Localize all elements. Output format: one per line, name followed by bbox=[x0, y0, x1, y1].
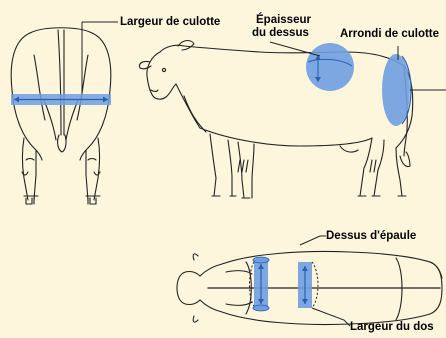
largeur-dos-leader-line bbox=[312, 308, 350, 326]
label-largeur-culotte: Largeur de culotte bbox=[120, 16, 220, 29]
epaisseur-dessus-highlight bbox=[306, 43, 354, 91]
dessus-epaule-leader-line bbox=[300, 236, 326, 245]
label-largeur-dos: Largeur du dos bbox=[350, 321, 434, 334]
label-dessus-epaule: Dessus d'épaule bbox=[326, 230, 416, 243]
largeur-culotte-band bbox=[11, 94, 111, 105]
cow-rear-view-icon bbox=[11, 28, 111, 204]
label-epaisseur-line1: Épaisseur bbox=[256, 14, 311, 27]
dessus-epaule-band bbox=[250, 257, 270, 311]
epaisseur-dessus-leader-line bbox=[270, 42, 320, 56]
arrondi-culotte-highlight bbox=[382, 54, 411, 126]
cow-side-view-icon bbox=[139, 41, 412, 199]
label-epaisseur-line2: du dessus bbox=[252, 27, 309, 40]
largeur-dos-band bbox=[298, 262, 318, 308]
label-arrondi-culotte: Arrondi de culotte bbox=[340, 28, 439, 41]
